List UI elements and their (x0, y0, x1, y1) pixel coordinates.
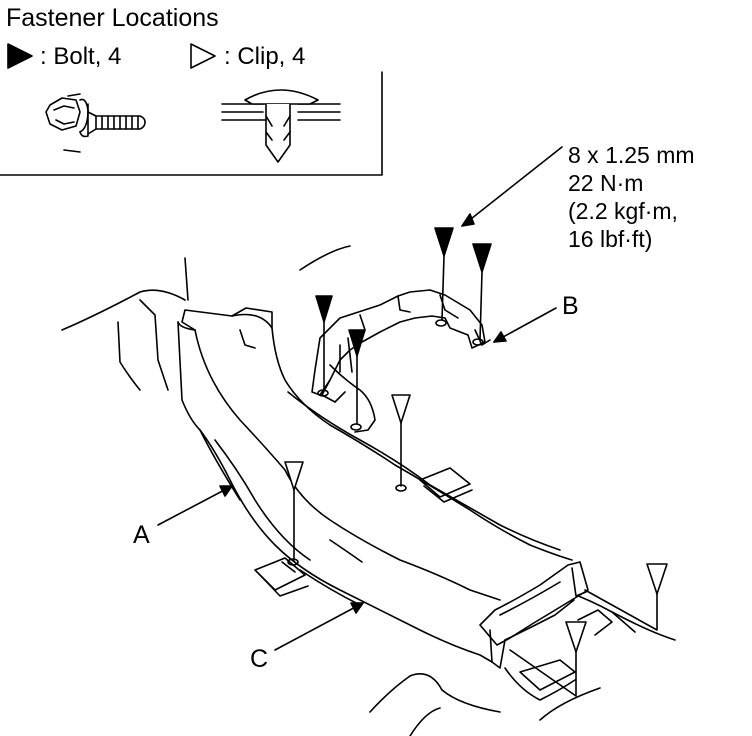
bolt-marker (348, 329, 366, 425)
bolt-marker (434, 227, 454, 321)
clip-marker (391, 394, 411, 487)
floor-pad-right (419, 467, 471, 498)
bolt-icon (45, 93, 146, 153)
torque-spec-kgf: (2.2 kgf·m, (568, 198, 678, 224)
diagram-title: Fastener Locations (6, 4, 219, 32)
callout-c-leader (274, 602, 364, 651)
floor-outline (61, 289, 186, 331)
callout-c-label: C (250, 645, 269, 673)
clip-marker (584, 563, 668, 631)
filled-triangle-icon (7, 43, 33, 69)
bolt-hole (317, 389, 329, 397)
bolt-hole (435, 319, 447, 327)
torque-spec-lbf: 16 lbf·ft) (568, 226, 653, 252)
torque-spec-nm: 22 N·m (568, 170, 644, 196)
clip-marker (509, 621, 587, 697)
bolt-hole (350, 423, 362, 431)
clip-legend-label: : Clip, 4 (224, 43, 306, 70)
callout-a-leader (157, 485, 233, 526)
callout-a-label: A (133, 521, 150, 549)
torque-leader-line (461, 146, 563, 227)
bolt-marker (315, 295, 333, 391)
clip-hole (287, 558, 299, 566)
legend-box (0, 71, 383, 176)
bolt-hole (472, 338, 484, 346)
bolt-legend-label: : Bolt, 4 (40, 43, 122, 70)
callout-b-leader (493, 307, 557, 343)
duct-a (177, 307, 573, 663)
clip-icon (221, 89, 341, 163)
duct-outlet (479, 561, 613, 701)
torque-spec-size: 8 x 1.25 mm (568, 142, 695, 168)
clip-marker (284, 461, 304, 561)
callout-b-label: B (562, 292, 579, 320)
bolt-marker (472, 243, 492, 341)
open-triangle-icon (190, 43, 216, 69)
